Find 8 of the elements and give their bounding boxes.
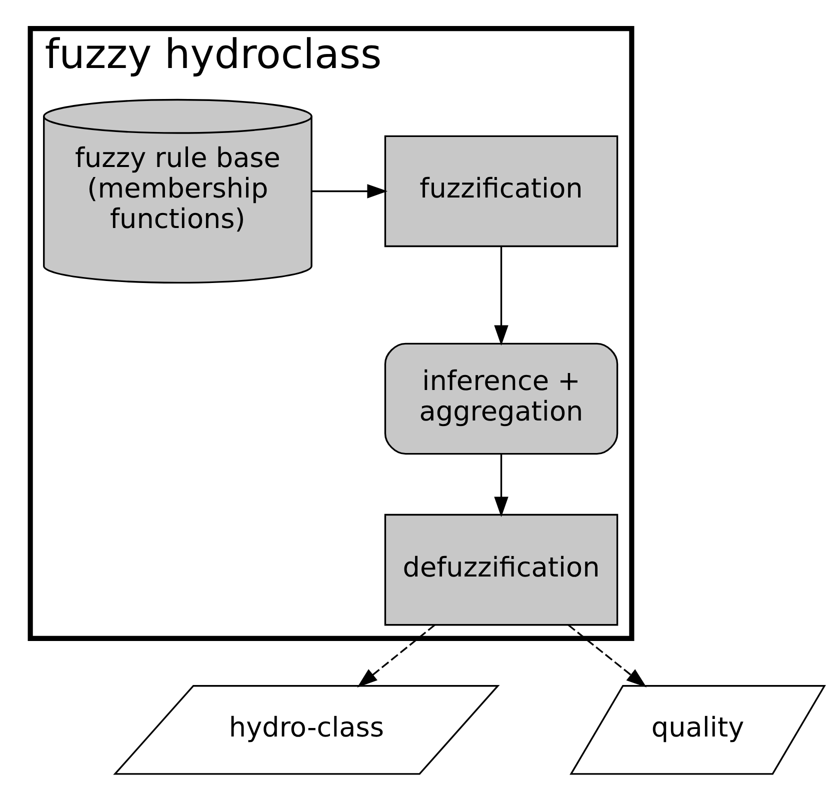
node-box: fuzzification <box>384 135 618 248</box>
node-box: inference + aggregation <box>384 342 618 455</box>
node-box: defuzzification <box>384 514 618 626</box>
arrow <box>356 624 435 688</box>
arrow <box>494 454 508 518</box>
arrow <box>567 624 646 688</box>
arrow <box>494 246 508 346</box>
arrow <box>311 184 388 198</box>
